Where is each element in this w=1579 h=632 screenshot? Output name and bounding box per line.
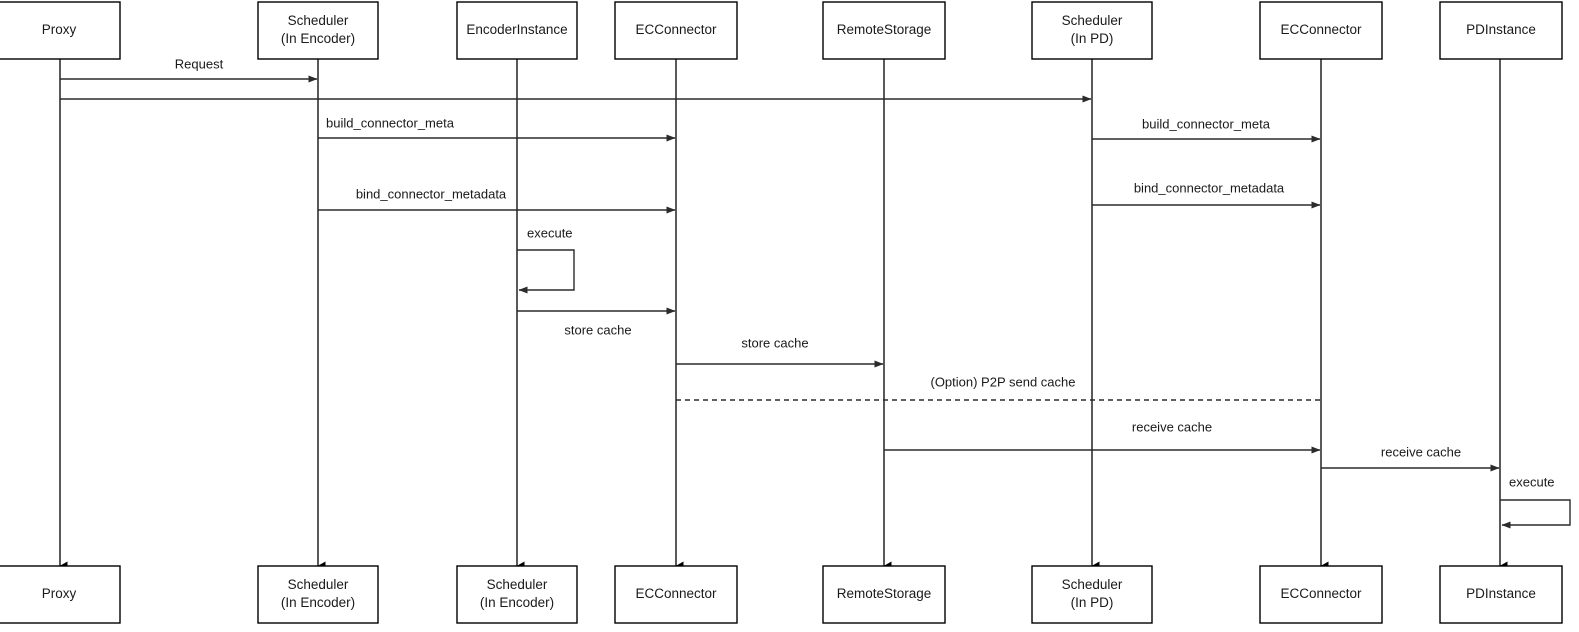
messages-layer: Request build_connector_meta build_connect… — [60, 56, 1500, 472]
participant-label: RemoteStorage — [837, 22, 932, 37]
participant-box — [0, 565, 121, 624]
participant-label-line1: Scheduler — [288, 577, 349, 592]
participant-top-encoder_inst[interactable]: EncoderInstance — [456, 1, 578, 60]
message-label: Request — [175, 56, 224, 71]
participant-label: Proxy — [42, 22, 77, 37]
participant-label: ECConnector — [1280, 22, 1362, 37]
self-message-label: execute — [527, 225, 573, 240]
message-m6[interactable]: bind_connector_metadata — [1092, 180, 1321, 209]
participant-top-sched_enc[interactable]: Scheduler (In Encoder) — [257, 1, 379, 60]
participant-top-sched_pd[interactable]: Scheduler (In PD) — [1031, 1, 1153, 60]
participant-box — [456, 1, 578, 60]
participant-box — [822, 565, 946, 624]
participant-top-ec_conn_enc[interactable]: ECConnector — [614, 1, 738, 60]
participant-top-proxy[interactable]: Proxy — [0, 1, 121, 60]
participant-label-line1: Scheduler — [288, 13, 349, 28]
top-participant-boxes: Proxy Scheduler (In Encoder) EncoderInstanc… — [0, 1, 1563, 60]
participant-box — [822, 1, 946, 60]
participant-label-line1: Scheduler — [487, 577, 548, 592]
self-message-label: execute — [1509, 474, 1555, 489]
participant-label: EncoderInstance — [466, 22, 567, 37]
participant-bottom-sched_enc[interactable]: Scheduler (In Encoder) — [257, 565, 379, 624]
participant-box — [1439, 1, 1563, 60]
participant-bottom-remote_store[interactable]: RemoteStorage — [822, 565, 946, 624]
participant-box — [257, 1, 379, 60]
message-label: (Option) P2P send cache — [930, 374, 1075, 389]
participant-box — [1259, 565, 1383, 624]
message-label: bind_connector_metadata — [1134, 180, 1285, 195]
message-m5[interactable]: bind_connector_metadata — [318, 186, 676, 214]
message-m7[interactable]: store cache — [517, 307, 676, 337]
message-label: receive cache — [1381, 444, 1461, 459]
message-label: store cache — [564, 322, 631, 337]
participant-label-line2: (In PD) — [1071, 595, 1114, 610]
self-message-path — [1500, 499, 1571, 529]
participant-label-line2: (In Encoder) — [480, 595, 554, 610]
message-label: receive cache — [1132, 419, 1212, 434]
participant-top-remote_store[interactable]: RemoteStorage — [822, 1, 946, 60]
participant-bottom-encoder_inst[interactable]: Scheduler (In Encoder) — [456, 565, 578, 624]
participant-label: Proxy — [42, 586, 77, 601]
participant-bottom-proxy[interactable]: Proxy — [0, 565, 121, 624]
message-m4[interactable]: build_connector_meta — [1092, 116, 1321, 143]
participant-box — [614, 1, 738, 60]
participant-label-line2: (In PD) — [1071, 31, 1114, 46]
participant-bottom-pd_inst[interactable]: PDInstance — [1439, 565, 1563, 624]
participant-label: PDInstance — [1466, 22, 1536, 37]
message-m3[interactable]: build_connector_meta — [318, 115, 676, 142]
participant-box — [1439, 565, 1563, 624]
participant-label: ECConnector — [635, 586, 717, 601]
participant-label: RemoteStorage — [837, 586, 932, 601]
bottom-participant-boxes: Proxy Scheduler (In Encoder) Scheduler (In E… — [0, 565, 1563, 624]
participant-box — [257, 565, 379, 624]
message-m10[interactable]: receive cache — [884, 419, 1321, 454]
participant-box — [0, 1, 121, 60]
participant-bottom-ec_conn_pd[interactable]: ECConnector — [1259, 565, 1383, 624]
self-messages-layer: execute execute — [517, 225, 1571, 529]
message-label: bind_connector_metadata — [356, 186, 507, 201]
participant-top-ec_conn_pd[interactable]: ECConnector — [1259, 1, 1383, 60]
participant-box — [456, 565, 578, 624]
participant-label-line1: Scheduler — [1062, 577, 1123, 592]
participant-label: PDInstance — [1466, 586, 1536, 601]
participant-label: ECConnector — [1280, 586, 1362, 601]
participant-label-line1: Scheduler — [1062, 13, 1123, 28]
participant-label-line2: (In Encoder) — [281, 31, 355, 46]
self-message-s1[interactable]: execute — [517, 225, 575, 294]
self-message-s2[interactable]: execute — [1500, 474, 1571, 529]
participant-top-pd_inst[interactable]: PDInstance — [1439, 1, 1563, 60]
message-label: store cache — [741, 335, 808, 350]
participant-box — [1031, 565, 1153, 624]
participant-label-line2: (In Encoder) — [281, 595, 355, 610]
message-m11[interactable]: receive cache — [1321, 444, 1500, 472]
message-m8[interactable]: store cache — [676, 335, 884, 368]
message-m9[interactable]: (Option) P2P send cache — [676, 374, 1320, 401]
participant-label: ECConnector — [635, 22, 717, 37]
self-message-path — [517, 249, 575, 294]
lifelines-layer — [59, 59, 1508, 571]
message-label: build_connector_meta — [1142, 116, 1271, 131]
message-label: build_connector_meta — [326, 115, 455, 130]
participant-bottom-sched_pd[interactable]: Scheduler (In PD) — [1031, 565, 1153, 624]
participant-box — [1259, 1, 1383, 60]
participant-box — [1031, 1, 1153, 60]
participant-bottom-ec_conn_enc[interactable]: ECConnector — [614, 565, 738, 624]
participant-box — [614, 565, 738, 624]
message-m1[interactable]: Request — [60, 56, 318, 83]
